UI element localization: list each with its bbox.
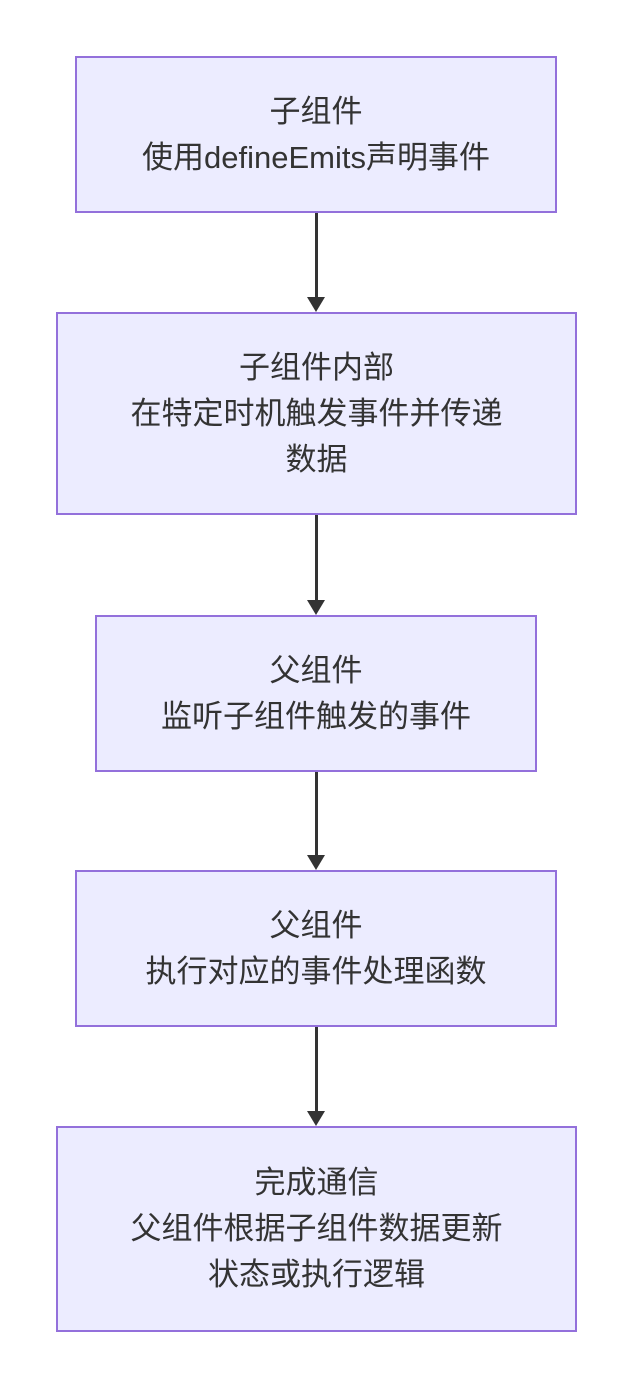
flow-arrow-1: [305, 213, 327, 312]
arrow-head-down-icon: [307, 297, 325, 312]
arrow-head-down-icon: [307, 600, 325, 615]
flow-arrow-2: [305, 515, 327, 615]
node-text-line: 父组件根据子组件数据更新: [130, 1211, 503, 1246]
node-child-declare-emits: 子组件 使用defineEmits声明事件: [75, 56, 557, 213]
node-text-line: 完成通信: [254, 1165, 379, 1200]
node-text-line: 子组件内部: [239, 349, 394, 385]
flow-arrow-4: [305, 1027, 327, 1126]
arrow-line: [314, 772, 318, 855]
node-text-line: 使用defineEmits声明事件: [142, 139, 490, 175]
node-parent-handler: 父组件 执行对应的事件处理函数: [75, 870, 557, 1027]
node-text-line: 子组件: [269, 93, 363, 129]
node-text-line: 执行对应的事件处理函数: [145, 953, 487, 989]
node-text-line: 父组件: [269, 907, 363, 943]
node-parent-listen: 父组件 监听子组件触发的事件: [95, 615, 537, 772]
arrow-line: [314, 213, 318, 297]
arrow-head-down-icon: [307, 855, 325, 870]
node-text-line: 父组件: [269, 652, 363, 688]
arrow-line: [314, 515, 318, 600]
node-text-line: 数据: [285, 441, 348, 477]
node-text-line: 监听子组件触发的事件: [161, 698, 471, 734]
node-communication-complete: 完成通信 父组件根据子组件数据更新 状态或执行逻辑: [56, 1126, 577, 1332]
node-text-line: 状态或执行逻辑: [208, 1257, 425, 1292]
flow-arrow-3: [305, 772, 327, 870]
node-text-line: 在特定时机触发事件并传递: [130, 395, 503, 431]
arrow-line: [314, 1027, 318, 1111]
arrow-head-down-icon: [307, 1111, 325, 1126]
node-child-emit-event: 子组件内部 在特定时机触发事件并传递 数据: [56, 312, 577, 515]
